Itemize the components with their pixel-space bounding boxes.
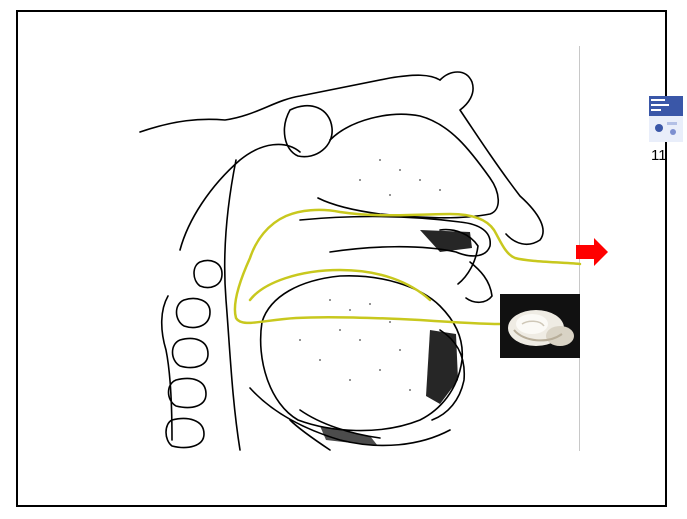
page-number: 11 bbox=[651, 147, 667, 164]
book-cover-thumbnail bbox=[649, 96, 683, 142]
upper-lip bbox=[466, 262, 492, 302]
spine-outline bbox=[225, 160, 240, 450]
nose-outline bbox=[440, 72, 543, 244]
nasal-cavity-outline bbox=[318, 114, 498, 218]
mushroom-photo bbox=[500, 294, 580, 358]
skull-outline bbox=[140, 75, 440, 132]
red-right-arrow-icon bbox=[576, 238, 608, 266]
